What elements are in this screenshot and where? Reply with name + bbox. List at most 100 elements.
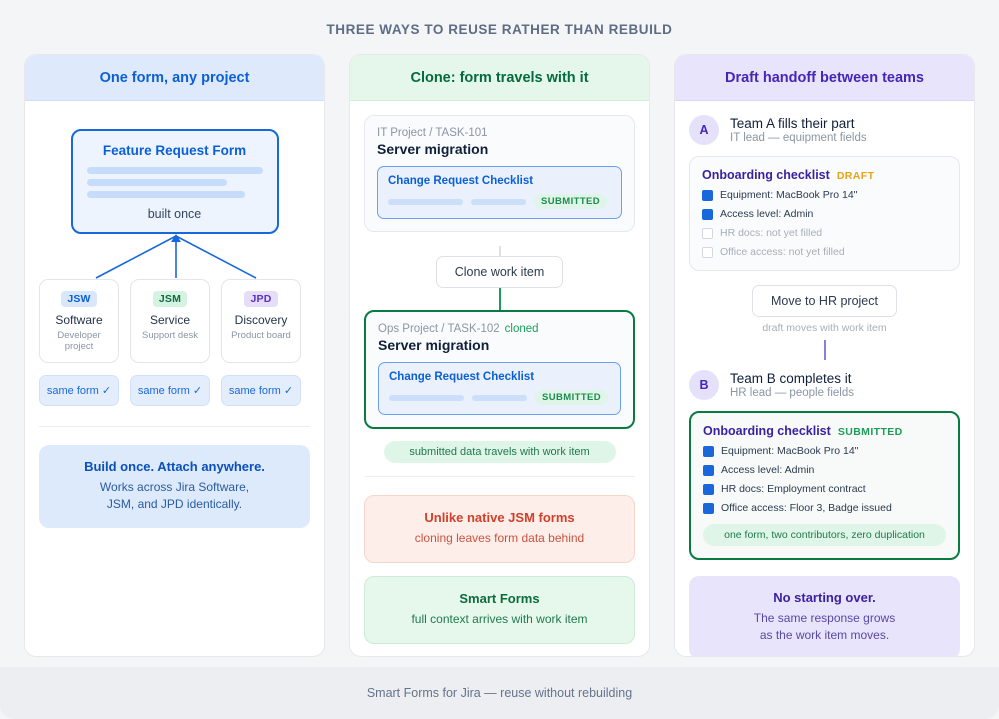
project-card-jsw[interactable]: JSW Software Developer project [39,279,119,363]
project-tag-jsm: JSM [152,291,188,307]
team-a-subtitle: IT lead — equipment fields [730,132,867,144]
source-form-strip[interactable]: Change Request Checklist SUBMITTED [377,166,622,219]
cloned-work-item-path-text: Ops Project / TASK-102 [378,323,500,335]
source-form-bar-2 [471,198,526,205]
done-check-item-1[interactable]: Equipment: MacBook Pro 14" [703,445,946,457]
source-form-meta-row: SUBMITTED [388,194,611,209]
draft-check-item-4[interactable]: Office access: not yet filled [702,246,947,258]
column-one-callout-line1: Works across Jira Software, [99,480,250,494]
source-form-status-badge: SUBMITTED [534,194,608,209]
avatar-team-a: A [689,115,719,145]
fan-out-connector [39,234,310,279]
done-check-label-3: HR docs: Employment contract [721,483,866,495]
same-form-badge-jsm: same form ✓ [130,375,210,406]
project-card-jpd[interactable]: JPD Discovery Product board [221,279,301,363]
column-one-body: Feature Request Form built once [25,101,324,656]
draft-check-item-3[interactable]: HR docs: not yet filled [702,227,947,239]
team-b-text: Team B completes it HR lead — people fie… [730,371,854,399]
column-three-heading: Draft handoff between teams [675,55,974,101]
cloned-form-bar-1 [389,394,464,401]
move-action-group: Move to HR project draft moves with work… [689,285,960,360]
project-name-jpd: Discovery [234,313,288,327]
checkbox-checked-icon[interactable] [703,464,714,476]
column-two-callout-red-subtitle: cloning leaves form data behind [414,531,585,545]
draft-card-title: Onboarding checklist [702,168,830,182]
form-card-title: Feature Request Form [102,143,247,158]
travel-note-pill: submitted data travels with work item [383,441,616,463]
checkbox-empty-icon[interactable] [702,246,713,258]
project-desc-jsm: Support desk [142,330,198,341]
column-two-callout-red-title: Unlike native JSM forms [424,510,575,525]
cloned-form-strip[interactable]: Change Request Checklist SUBMITTED [378,362,621,415]
cloned-work-item-title: Server migration [378,337,490,353]
cloned-label: cloned [504,323,539,335]
cloned-form-bar-2 [472,394,527,401]
column-one-divider [39,426,310,427]
done-card-footer-wrapper: one form, two contributors, zero duplica… [703,524,946,546]
done-check-item-4[interactable]: Office access: Floor 3, Badge issued [703,502,946,514]
source-work-item-card[interactable]: IT Project / TASK-101 Server migration C… [364,115,635,232]
form-bar-2 [86,179,228,186]
submitted-status-badge: SUBMITTED [837,426,903,438]
column-one-callout-title: Build once. Attach anywhere. [84,459,265,474]
onboarding-checklist-draft-card[interactable]: Onboarding checklist DRAFT Equipment: Ma… [689,156,960,271]
column-two-divider [364,476,635,477]
checkbox-checked-icon[interactable] [702,189,713,201]
project-desc-jpd: Product board [231,330,291,341]
team-b-row: B Team B completes it HR lead — people f… [689,370,960,400]
column-two-body: IT Project / TASK-101 Server migration C… [350,101,649,656]
form-bar-3 [86,191,245,198]
team-b-title: Team B completes it [730,371,852,386]
draft-check-label-3: HR docs: not yet filled [720,227,823,239]
feature-request-form-card[interactable]: Feature Request Form built once [70,129,279,234]
checkbox-checked-icon[interactable] [703,502,714,514]
team-a-row: A Team A fills their part IT lead — equi… [689,115,960,145]
project-cards-row: JSW Software Developer project JSM Servi… [39,279,310,363]
same-form-badge-jsw: same form ✓ [39,375,119,406]
column-two-callout-green: Smart Forms full context arrives with wo… [364,576,635,645]
checkbox-empty-icon[interactable] [702,227,713,239]
travel-note-wrapper: submitted data travels with work item [364,441,635,463]
done-check-label-4: Office access: Floor 3, Badge issued [721,502,892,514]
done-check-item-2[interactable]: Access level: Admin [703,464,946,476]
checkbox-checked-icon[interactable] [703,445,714,457]
same-form-badges-row: same form ✓ same form ✓ same form ✓ [39,375,310,406]
form-bar-1 [86,167,263,174]
column-three-callout-line1: The same response grows [753,611,896,625]
cloned-form-meta-row: SUBMITTED [389,390,610,405]
source-work-item-title: Server migration [377,141,489,157]
clone-work-item-button[interactable]: Clone work item [435,256,564,288]
cloned-work-item-card[interactable]: Ops Project / TASK-102 cloned Server migr… [364,310,635,429]
clone-connector-top [498,246,501,256]
column-three-draft-handoff: Draft handoff between teams A Team A fil… [674,54,975,657]
source-form-bar-1 [388,198,463,205]
project-name-jsw: Software [55,313,103,327]
column-one-form-any-project: One form, any project Feature Request Fo… [24,54,325,657]
onboarding-checklist-submitted-card[interactable]: Onboarding checklist SUBMITTED Equipment… [689,411,960,560]
move-connector-line [823,340,826,360]
done-check-item-3[interactable]: HR docs: Employment contract [703,483,946,495]
draft-check-item-2[interactable]: Access level: Admin [702,208,947,220]
done-check-label-1: Equipment: MacBook Pro 14" [721,445,859,457]
project-name-jsm: Service [149,313,190,327]
checkbox-checked-icon[interactable] [703,483,714,495]
project-card-jsm[interactable]: JSM Service Support desk [130,279,210,363]
column-one-heading: One form, any project [25,55,324,101]
draft-check-item-1[interactable]: Equipment: MacBook Pro 14" [702,189,947,201]
submitted-card-header: Onboarding checklist SUBMITTED [703,424,946,438]
move-to-hr-project-button[interactable]: Move to HR project [752,285,897,317]
form-card-subtitle: built once [147,207,202,221]
column-two-heading: Clone: form travels with it [350,55,649,101]
column-three-callout-line2: as the work item moves. [759,628,890,643]
draft-status-badge: DRAFT [836,170,875,182]
column-one-callout: Build once. Attach anywhere. Works acros… [39,445,310,529]
cloned-work-item-path: Ops Project / TASK-102 cloned [378,323,621,335]
column-two-callout-green-title: Smart Forms [459,591,540,607]
column-two-clone: Clone: form travels with it IT Project /… [349,54,650,657]
team-b-subtitle: HR lead — people fields [730,387,855,399]
move-note: draft moves with work item [762,322,887,334]
checkbox-checked-icon[interactable] [702,208,713,220]
done-check-label-2: Access level: Admin [721,464,815,476]
team-a-title: Team A fills their part [730,116,855,131]
